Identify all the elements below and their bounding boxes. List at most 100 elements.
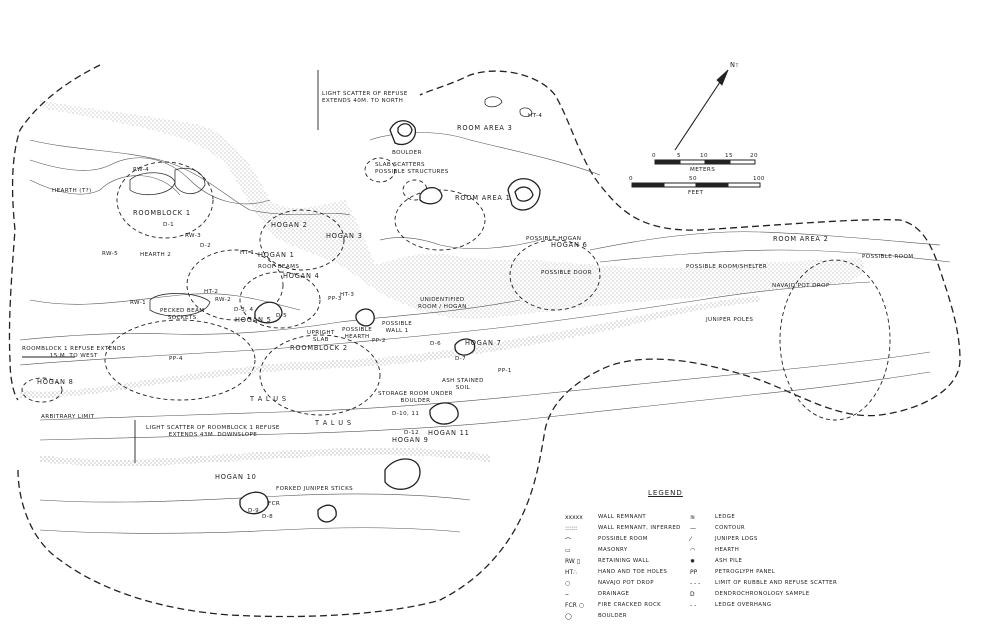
d2-label: D-2 [200,243,212,249]
d5-label: D-5 [276,313,288,319]
talus-label-2: T A L U S [315,419,352,427]
hogan4-label: HOGAN 4 [283,272,320,280]
legend-boulder: BOULDER [598,613,627,619]
roof-beams-label: ROOF BEAMS [258,264,300,270]
north-arrow-graphic [674,69,729,151]
hearth-t-label: HEARTH (T?) [52,188,92,194]
rw3-label: RW-3 [185,233,202,239]
legend-possible-room-icon: ⌒ [565,538,572,545]
storage-room-label: STORAGE ROOM UNDER BOULDER [378,391,453,404]
legend-petroglyph: PETROGLYPH PANEL [715,569,776,575]
hogan5-label: HOGAN 5 [235,316,272,324]
north-arrow: NT [730,62,739,70]
legend-hand-toe: HAND AND TOE HOLES [598,569,668,575]
ash-stained-label: ASH STAINED SOIL [442,378,484,391]
legend-title: LEGEND [648,489,683,497]
roomblock1-west-note: ROOMBLOCK 1 REFUSE EXTENDS 15 M. TO WEST [22,346,126,359]
hogan6-label: HOGAN 6 [551,241,588,249]
hogan10-label: HOGAN 10 [215,473,257,481]
refuse-downslope-note: LIGHT SCATTER OF ROOMBLOCK 1 REFUSE EXTE… [146,425,280,438]
legend-masonry-icon: ▭ [565,547,571,554]
scale-bars [631,159,761,188]
room-area1-label: ROOM AREA 1 [455,194,511,202]
juniper-poles-label: JUNIPER POLES [706,317,754,323]
rocks [129,96,533,317]
legend-ledge-icon: ≋ [690,514,696,521]
arbitrary-limit-label: ARBITRARY LIMIT [41,414,95,420]
hogan1-label: HOGAN 1 [258,251,295,259]
hogan2-label: HOGAN 2 [271,221,308,229]
possible-hearth-label: POSSIBLE HEARTH [342,327,373,340]
fcr-label: FCR [268,501,281,507]
d8-label: D-8 [262,514,274,520]
legend-petroglyph-icon: PP [690,569,698,576]
scale-feet-0: 0 [629,176,633,182]
legend-hearth-icon: ◠ [690,547,696,554]
refuse-north-note: LIGHT SCATTER OF REFUSE EXTENDS 40M. TO … [322,91,408,104]
scatter-arrows [22,70,319,463]
upright-slab-label: UPRIGHT SLAB [307,330,335,343]
legend-dendro: DENDROCHRONOLOGY SAMPLE [715,591,810,597]
roomblock2-label: ROOMBLOCK 2 [290,344,348,352]
hogan9-label: HOGAN 9 [392,436,429,444]
unidentified-room-label: UNIDENTIFIED ROOM / HOGAN [418,297,467,310]
legend-juniper-logs-icon: ⁄ [690,536,692,543]
room-area2-label: ROOM AREA 2 [773,235,829,243]
legend-fcr: FIRE CRACKED ROCK [598,602,662,608]
legend-possible-room: POSSIBLE ROOM [598,536,648,542]
ht4-label: HT-4 [528,113,543,119]
structure-outlines [21,157,891,421]
legend-drainage: DRAINAGE [598,591,630,597]
d9-label: D-9 [248,508,260,514]
scale-meters-label: METERS [690,167,716,173]
legend-boulder-icon: ◯ [565,613,572,620]
legend-ash-pile-icon: ✹ [690,558,696,565]
hogan11-label: HOGAN 11 [428,429,470,437]
d7-label: D-7 [455,356,467,362]
legend-ledge-overhang-icon: - - [690,602,697,609]
legend-retaining-wall: RETAINING WALL [598,558,650,564]
north-subscript: T [735,63,739,68]
hogan7-label: HOGAN 7 [465,339,502,347]
legend-retaining-wall-icon: RW ▯ [565,558,581,565]
legend-juniper-logs: JUNIPER LOGS [715,536,758,542]
rw5-label: RW-5 [102,251,119,257]
north-label: N [730,61,736,69]
pp2-label: PP-2 [372,338,386,344]
d1-label: D-1 [163,222,175,228]
legend-pot-drop: NAVAJO POT DROP [598,580,654,586]
possible-room-shelter-label: POSSIBLE ROOM/SHELTER [686,264,768,270]
legend-contour: CONTOUR [715,525,746,531]
legend-ash-pile: ASH PILE [715,558,743,564]
legend-limit: LIMIT OF RUBBLE AND REFUSE SCATTER [715,580,838,586]
legend-hearth: HEARTH [715,547,740,553]
slab-scatters-label: SLAB SCATTERS POSSIBLE STRUCTURES [375,162,449,175]
possible-room-label: POSSIBLE ROOM [862,254,914,260]
ht2-label: HT-2 [204,289,219,295]
legend-wall-remnant-icon: xxxxx [565,514,583,521]
d12-label: D-12 [404,430,420,436]
legend-ledge-overhang: LEDGE OVERHANG [715,602,772,608]
legend-contour-icon: — [690,525,696,532]
scale-meter-20: 20 [750,153,758,159]
navajo-pot-drop-label: NAVAJO POT DROP [772,283,830,289]
rw4-label: RW-4 [133,167,150,173]
legend-ledge: LEDGE [715,514,736,520]
forked-juniper-label: FORKED JUNIPER STICKS [276,486,354,492]
ht1-label: HT-1 [240,250,255,256]
d34-label: D-3, 4 [234,307,254,313]
ht3-label: HT-3 [340,292,355,298]
scale-meter-0: 0 [652,153,656,159]
legend-dendro-icon: D [690,591,695,598]
possible-door-label: POSSIBLE DOOR [541,270,592,276]
roomblock1-label: ROOMBLOCK 1 [133,209,191,217]
legend-wall-inferred: WALL REMNANT, INFERRED [598,525,681,531]
hearth2-label: HEARTH 2 [140,252,172,258]
legend-wall-inferred-icon: :::::: [565,525,578,532]
legend-hand-toe-icon: HT∴ [565,569,577,576]
talus-label-1: T A L U S [250,395,287,403]
legend-masonry: MASONRY [598,547,628,553]
possible-hogan-label: POSSIBLE HOGAN [526,236,582,242]
scale-feet-label: FEET [688,190,704,196]
